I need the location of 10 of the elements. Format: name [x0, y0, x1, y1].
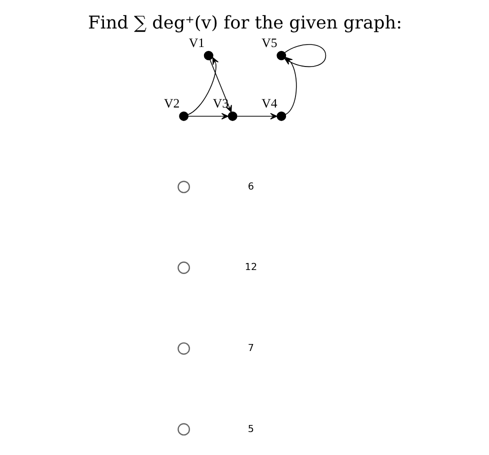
node-label: V4 — [261, 96, 277, 111]
node-label: V2 — [164, 96, 180, 111]
node-label: V3 — [212, 96, 228, 111]
diagram-title: Find ∑ deg⁺(v) for the given graph: — [87, 14, 402, 34]
label: 5 — [247, 424, 254, 435]
label: 7 — [247, 343, 254, 354]
node-label: V5 — [261, 36, 277, 50]
label: 6 — [247, 181, 254, 192]
node-label: V1 — [188, 36, 204, 50]
label: 12 — [244, 262, 257, 274]
